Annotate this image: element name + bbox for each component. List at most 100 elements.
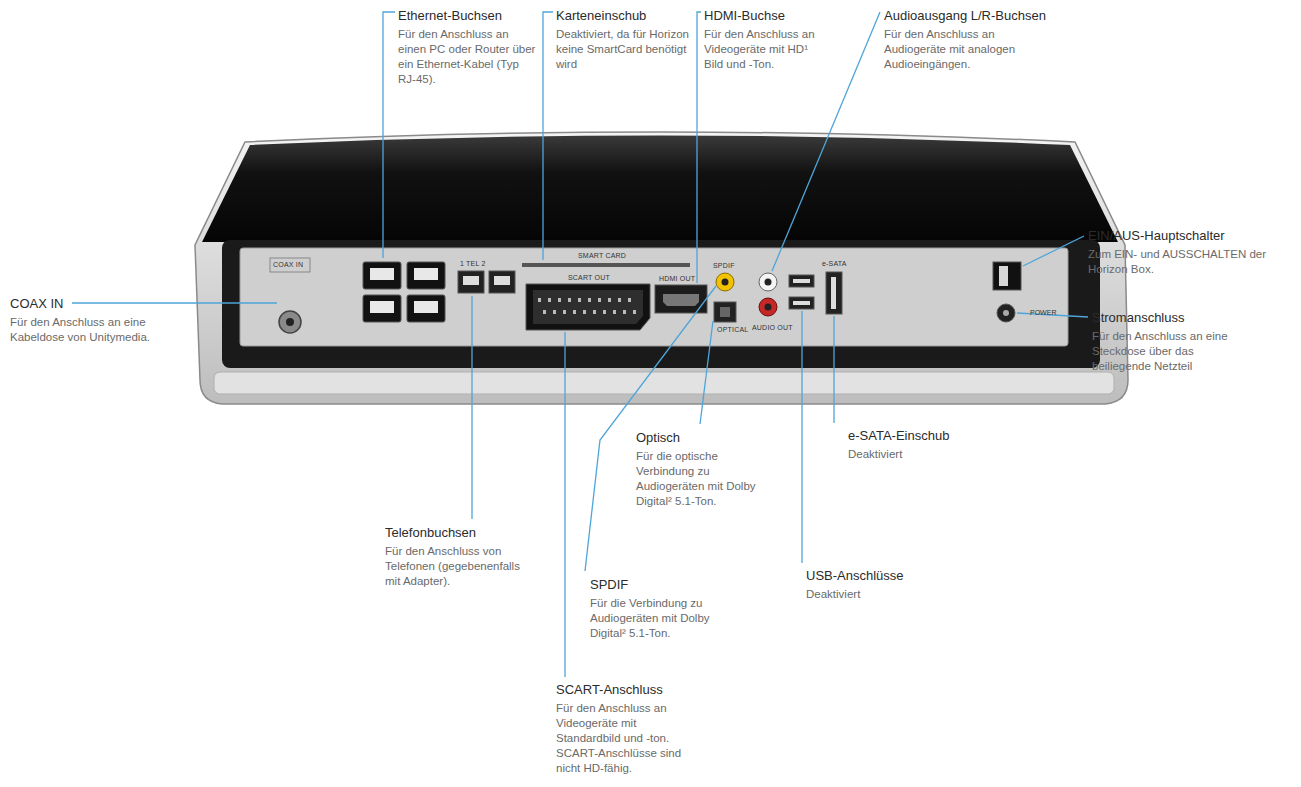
rear-frame [222,240,1100,368]
callout-heading: Telefonbuchsen [385,525,476,541]
leader-line [543,12,553,260]
callout-heading: Karteneinschub [556,8,646,24]
callout-text: Für den Anschluss an Videogeräte mit HD¹… [704,27,824,72]
callout-heading: SCART-Anschluss [556,682,663,698]
callout-text: Für die Verbindung zu Audiogeräten mit D… [590,596,715,641]
callout-text: Für den Anschluss an Audiogeräte mit ana… [884,27,1024,72]
callout-heading: EIN/AUS-Hauptschalter [1088,228,1225,244]
callout-heading: HDMI-Buchse [704,8,785,24]
scart-pin [548,298,551,302]
callout-heading: Stromanschluss [1092,310,1184,326]
base [214,372,1114,394]
callout-heading: Optisch [636,430,680,446]
callout-text: Für den Anschluss an eine Steckdose über… [1092,329,1252,374]
port-label: SCART OUT [568,274,610,281]
scart-pin [613,310,616,314]
callout-heading: Ethernet-Buchsen [398,8,502,24]
scart-pin [538,298,541,302]
power-jack [997,304,1015,322]
port-label: POWER [1030,309,1056,316]
scart-pin [578,298,581,302]
coax-label-frame [270,258,310,272]
card-slot [522,263,690,267]
audio-left-port [759,273,777,291]
coax-port [279,311,301,333]
leader-line [585,286,716,571]
esata-tongue [831,277,836,309]
scart-pins [538,298,636,314]
scart-pin [563,310,566,314]
audio-pin [765,304,772,311]
power-switch [993,262,1021,290]
callout-heading: USB-Anschlüsse [806,568,904,584]
callout-text: Deaktiviert [806,587,936,602]
scart-pin [618,298,621,302]
scart-port [526,284,650,330]
scart-pin [543,310,546,314]
callout-text: Für den Anschluss an einen PC oder Route… [398,27,538,87]
leader-line [1023,236,1084,266]
scart-pin [593,310,596,314]
usb-tongue [793,301,810,305]
scart-pin [583,310,586,314]
scart-pin [558,298,561,302]
scart-pin [568,298,571,302]
callout-text: Für die optische Verbindung zu Audiogerä… [636,449,761,509]
scart-pin [603,310,606,314]
callout-text: Für den Anschluss an Videogeräte mit Sta… [556,701,696,776]
audio-pin [765,279,772,286]
callout-heading: SPDIF [590,577,628,593]
leader-line [72,302,277,303]
scart-pin [573,310,576,314]
leader-line [383,12,395,258]
port-label: AUDIO OUT [752,324,793,331]
callout-text: Deaktiviert [848,447,978,462]
scart-pin [598,298,601,302]
callout-text: Für den Anschluss an eine Kabeldose von … [10,315,150,345]
leader-line [564,332,565,677]
port-label: 1 TEL 2 [460,260,486,267]
callout-text: Für den Anschluss von Telefonen (gegeben… [385,544,525,589]
optical-shutter [720,307,730,317]
leader-line [801,311,802,563]
callout-text: Deaktiviert, da für Horizon keine SmartC… [556,27,691,72]
rear-panel [240,248,1068,346]
port-label: SMART CARD [578,252,626,259]
optical-port [714,302,736,322]
telephone-ports [458,271,515,293]
housing [195,132,1128,404]
scart-pin [628,298,631,302]
callout-text: Zum EIN- und AUSSCHALTEN der Horizon Box… [1088,247,1288,277]
port-label: e-SATA [822,260,847,267]
scart-inner [533,290,643,324]
port-label: HDMI OUT [659,275,695,282]
audio-right-port [759,298,777,316]
spdif-port [716,273,734,291]
port-label: COAX IN [273,261,303,268]
spdif-pin [722,279,729,286]
usb-port [789,275,814,287]
leader-lines [72,12,1088,677]
leader-line [700,321,713,424]
usb-tongue [793,279,810,283]
usb-port [789,297,814,309]
coax-pin [286,318,294,326]
scart-pin [623,310,626,314]
leader-line [471,296,472,519]
scart-pin [588,298,591,302]
scart-pin [608,298,611,302]
top-surface [202,136,1118,243]
ethernet-ports [363,262,445,322]
callout-heading: e-SATA-Einschub [848,428,949,444]
hdmi-port [663,294,699,306]
leader-line [833,316,834,423]
scart-pin [553,310,556,314]
callout-heading: COAX IN [10,296,63,312]
ethernet-contacts [370,268,438,313]
esata-port [826,272,842,314]
scart-pin [633,310,636,314]
port-label: SPDIF [713,262,735,269]
callout-heading: Audioausgang L/R-Buchsen [884,8,1046,24]
switch-rocker [999,266,1008,286]
